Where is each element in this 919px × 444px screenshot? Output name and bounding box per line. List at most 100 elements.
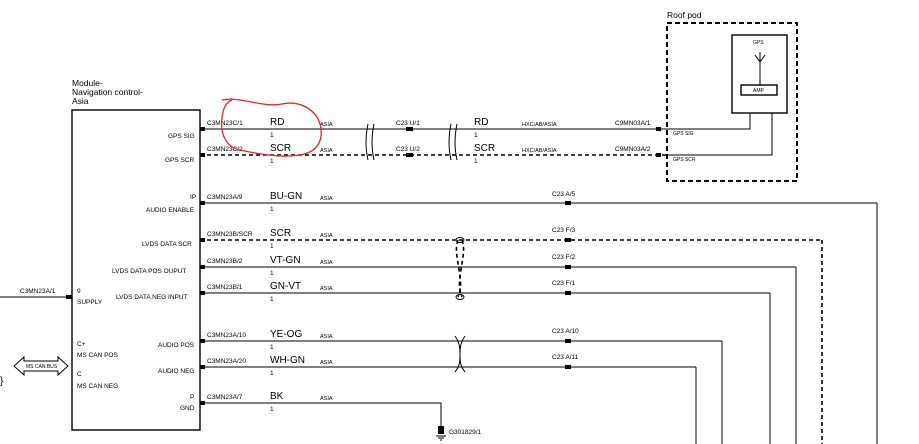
wire-color-audio-enable: BU-GN [270,191,302,202]
circuit-lvds-data-pos[interactable]: LVDS DATA POS OUPUT C3MN23B/2 VT-GN 1 AS… [112,254,797,444]
end-connector-lvds-data-pos: C23 F/2 [552,254,576,261]
ground-icon [436,426,446,441]
amp-block [740,84,778,96]
connector-lvds-data-scr: C3MN23B/SCR [207,231,253,238]
gps-antenna-label: GPS [753,40,764,46]
wire-num-lvds-data-pos: 1 [270,270,274,277]
wire-num-audio-enable: 1 [270,206,274,213]
circuit-ground[interactable]: P GND C3MN23A/7 BK 1 ASIA G301829/1 [180,391,482,441]
pin-label-gps-scr: GPS SCR [165,157,195,164]
circuit-audio-pos[interactable]: AUDIO POS C3MN23A/10 YE-OG 1 ASIA C23 A/… [158,328,723,444]
wire-color-lvds-data-neg: GN-VT [270,281,301,292]
region-audio-enable: ASIA [320,196,333,202]
wire-color-audio-pos: YE-OG [270,329,302,340]
wire-num-gps-scr: 1 [270,158,274,165]
end-connector-lvds-data-neg: C23 F/1 [552,280,576,287]
connector-lvds-data-pos: C3MN23B/2 [207,258,243,265]
pin-label-audio-enable: AUDIO ENABLE [146,207,195,214]
circuit-audio-enable[interactable]: IP AUDIO ENABLE C3MN23A/9 BU-GN 1 ASIA C… [146,191,878,444]
roof-pod-scr-pin: GPS SCR [673,157,696,163]
region-lvds-data-scr: ASIA [320,233,333,239]
connector-lvds-data-neg: C3MN23B/1 [207,284,243,291]
region-lvds-data-neg: ASIA [320,286,333,292]
inline-connector-arcs [365,123,458,161]
wire-num-audio-neg: 1 [270,370,274,377]
ground-point-label: G301829/1 [449,429,482,436]
harness-gps-scr: HXC/AB/ASIA [522,148,557,154]
module-title-line1: Module- [72,78,103,88]
connector-gps-sig: C3MN23C/1 [207,120,243,127]
region-audio-neg: ASIA [320,360,333,366]
pin-label-lvds-data-scr: LVDS DATA SCR [142,241,192,248]
connector-gps-scr: C3MN23C/2 [207,146,243,153]
pin-label-ground: GND [180,405,195,412]
wire-num2-gps-sig: 1 [474,132,478,139]
connector-audio-pos: C3MN23A/10 [207,332,246,339]
wire-color2-gps-sig: RD [474,117,488,128]
wire-num2-gps-scr: 1 [474,158,478,165]
pin-label-audio-pos: AUDIO POS [158,342,195,349]
end-connector-audio-neg: C23 A/11 [552,354,579,361]
gps-antenna-unit[interactable] [731,34,788,114]
ms-can-bus[interactable]: MS CAN BUS C+ MS CAN POS C MS CAN NEG } [0,341,118,390]
antenna-icon [754,52,766,85]
wire-num-gps-sig: 1 [270,132,274,139]
wire-color-lvds-data-pos: VT-GN [270,255,301,266]
pin-label-lvds-data-neg: LVDS DATA NEG INPUT [116,294,188,301]
pin-label-lvds-data-pos: LVDS DATA POS OUPUT [112,268,186,275]
end-connector-audio-enable: C23 A/5 [552,191,576,198]
region-gps-sig: ASIA [320,122,333,128]
end-connector-audio-pos: C23 A/10 [552,328,579,335]
connector-supply: C3MN23A/1 [20,288,56,295]
inline-connector-gps-scr: C23 U/2 [396,146,420,153]
ms-can-pos-num: C+ [77,341,86,348]
circuit-lvds-data-scr[interactable]: LVDS DATA SCR C3MN23B/SCR SCR 1 ASIA C23… [142,227,823,444]
red-circle-annotation [220,98,322,157]
wire-color-ground: BK [270,391,284,402]
region-gps-scr: ASIA [320,148,333,154]
ms-can-neg-num: C [77,371,82,378]
navigation-control-module[interactable]: Module- Navigation control- Asia [71,78,201,431]
circuit-supply[interactable]: C3MN23A/1 9 SUPPLY [0,288,103,306]
amp-label: AMP [753,88,765,94]
edge-brace-glyph: } [0,376,4,387]
ms-can-neg-label: MS CAN NEG [77,383,118,390]
wire-color-gps-sig: RD [270,117,284,128]
roof-pod-sig-pin: GPS SIG [673,131,694,137]
roof-pod-title: Roof pod [667,10,702,20]
wire-color-audio-neg: WH-GN [270,355,305,366]
wire-color2-gps-scr: SCR [474,143,495,154]
region-lvds-data-pos: ASIA [320,260,333,266]
pin-label-supply: SUPPLY [77,299,103,306]
circuit-audio-neg[interactable]: AUDIO NEG C3MN23A/20 WH-GN 1 ASIA C23 A/… [158,354,697,444]
circuit-gps-scr[interactable]: GPS SCR C3MN23C/2 SCR 1 ASIA C23 U/2 SCR… [165,143,667,165]
wire-color-gps-scr: SCR [270,143,291,154]
roof-pod[interactable]: Roof pod GPS AMP GPS SIG GPS SCR [666,10,798,182]
pin-num-ground: P [190,394,194,401]
wire-num-lvds-data-neg: 1 [270,296,274,303]
ms-can-bus-arrow-icon [13,355,69,377]
ms-can-bus-label: MS CAN BUS [26,364,58,370]
wire-num-ground: 1 [270,406,274,413]
pin-num-supply: 9 [77,288,81,295]
end-connector-gps-sig: C9MN03A/1 [615,120,651,127]
circuit-gps-sig[interactable]: GPS SIG C3MN23C/1 RD 1 ASIA C23 U/1 RD 1… [168,117,667,140]
wire-num-audio-pos: 1 [270,344,274,351]
module-title-line2: Navigation control- [72,87,143,97]
pin-label-gps-sig: GPS SIG [168,133,195,140]
wire-color-lvds-data-scr: SCR [270,228,291,239]
connector-audio-neg: C3MN23A/20 [207,358,246,365]
module-title-line3: Asia [72,96,89,106]
connector-ground: C3MN23A/7 [207,394,243,401]
end-connector-lvds-data-scr: C23 F/3 [552,227,576,234]
region-audio-pos: ASIA [320,334,333,340]
connector-audio-enable: C3MN23A/9 [207,194,243,201]
region-ground: ASIA [320,396,333,402]
end-connector-gps-scr: C9MN03A/2 [615,146,651,153]
pin-num-audio-enable: IP [190,194,196,201]
lvds-twisted-shield-symbol [455,237,465,300]
wire-num-lvds-data-scr: 1 [270,243,274,250]
circuit-lvds-data-neg[interactable]: LVDS DATA NEG INPUT C3MN23B/1 GN-VT 1 AS… [116,280,771,444]
pin-label-audio-neg: AUDIO NEG [158,368,194,375]
